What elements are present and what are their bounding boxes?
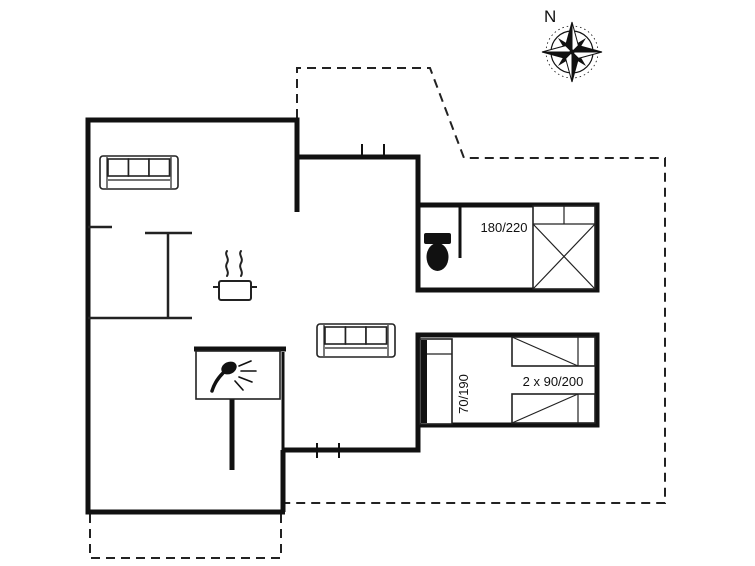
- terrace-outline: [89, 67, 666, 559]
- shower-icon: [195, 350, 281, 400]
- sofa-icon: [99, 155, 179, 190]
- compass-north-label: N: [544, 7, 556, 26]
- interior-walls: [88, 207, 462, 470]
- twin-beds-label: 2 x 90/200: [523, 374, 584, 389]
- toilet-icon: [424, 233, 451, 271]
- twin-beds-icon: [511, 336, 596, 424]
- dining-table-icon: [88, 231, 192, 320]
- single-bed-icon: [419, 338, 453, 425]
- compass-icon: [541, 21, 603, 83]
- double-bed-label: 180/220: [481, 220, 528, 235]
- double-bed-icon: [532, 205, 596, 290]
- exterior-walls: [85, 117, 600, 515]
- stove-pot-icon: [213, 250, 257, 301]
- sofa-icon-2: [316, 323, 396, 358]
- single-bed-label: 70/190: [456, 374, 471, 414]
- window-marks: [316, 144, 385, 458]
